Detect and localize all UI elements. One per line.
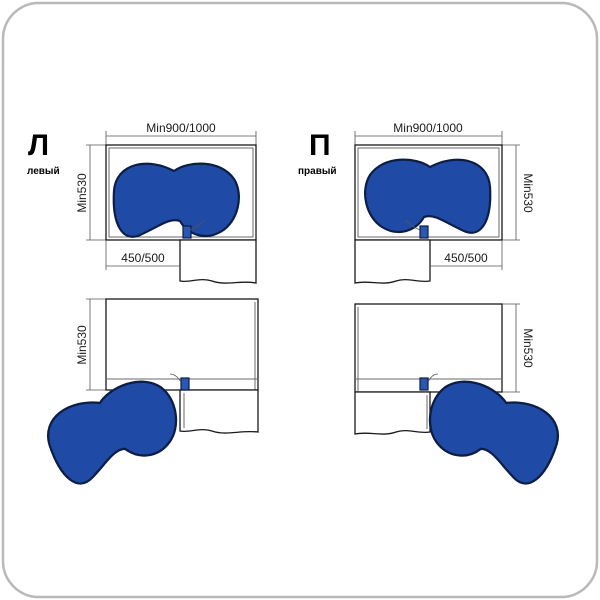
left-depth-dimension: Min530 [75, 173, 89, 213]
bottom-right-door-panel [354, 391, 431, 435]
bottom-right-mechanism [419, 377, 429, 391]
top-right-variant: П правый Min900/1000 Min530 450/500 [298, 121, 535, 284]
bottom-right-variant: Min530 [354, 303, 569, 491]
right-letter: П [309, 129, 331, 162]
left-door-dimension: 450/500 [121, 251, 165, 265]
left-door-panel [179, 239, 257, 284]
right-door-dimension: 450/500 [444, 251, 488, 265]
bottom-left-depth-dimension: Min530 [75, 325, 89, 365]
right-width-dimension: Min900/1000 [393, 121, 463, 135]
right-mechanism [419, 225, 429, 239]
bottom-left-mechanism [180, 377, 190, 391]
bottom-left-door-panel [179, 389, 259, 434]
left-caption: левый [27, 166, 60, 177]
left-mechanism [182, 225, 192, 239]
bottom-left-variant: Min530 [37, 298, 259, 491]
left-letter: Л [28, 129, 49, 162]
right-door-panel [354, 239, 431, 284]
top-left-variant: Л левый Min900/1000 Min530 450/500 [27, 121, 257, 284]
left-width-dimension: Min900/1000 [146, 121, 216, 135]
right-depth-dimension: Min530 [521, 173, 535, 213]
bottom-right-depth-dimension: Min530 [521, 328, 535, 368]
right-caption: правый [298, 166, 337, 177]
